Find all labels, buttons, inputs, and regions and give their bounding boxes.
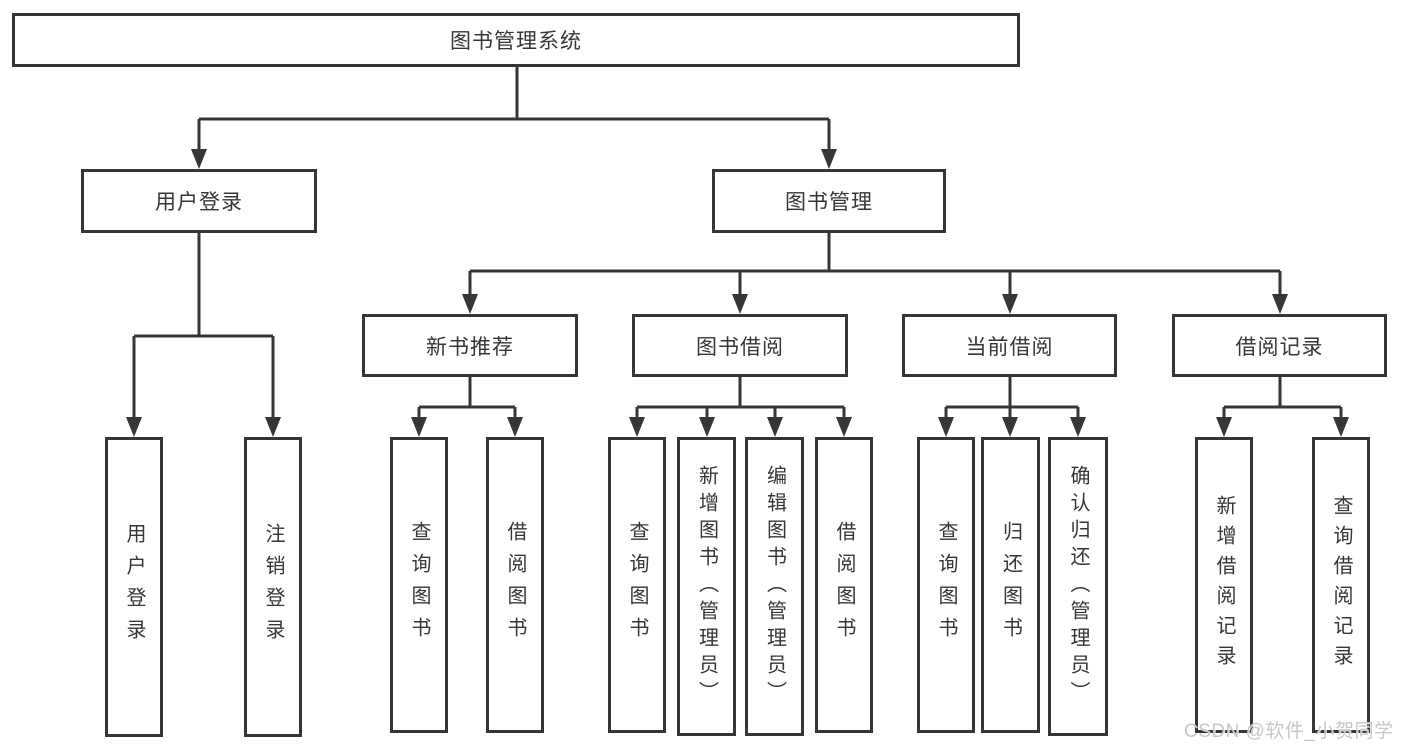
leaf-current-query: 查询图书	[917, 437, 975, 733]
node-user-login-label: 用户登录	[155, 191, 243, 214]
leaf-current-return: 归还图书	[981, 437, 1040, 733]
leaf-records-add: 新增借阅记录	[1195, 437, 1253, 733]
node-book-management: 图书管理	[712, 169, 946, 233]
node-book-management-label: 图书管理	[785, 191, 873, 214]
node-new-book-recommend-label: 新书推荐	[426, 335, 514, 359]
edge-user-login-subtree	[132, 233, 275, 420]
leaf-new-books-borrow: 借阅图书	[486, 437, 544, 733]
node-borrow-records-label: 借阅记录	[1235, 335, 1324, 359]
edge-borrow-records-subtree	[1222, 377, 1343, 420]
node-borrow-records: 借阅记录	[1172, 314, 1387, 377]
leaf-logout-label: 注销登录	[262, 523, 284, 651]
leaf-borrow-query: 查询图书	[608, 437, 666, 733]
node-library-system-label: 图书管理系统	[450, 30, 582, 53]
edge-book-mgmt-to-level3	[468, 233, 1282, 297]
leaf-current-confirm-admin: 确认归还（管理员）	[1048, 437, 1108, 736]
leaf-new-books-borrow-label: 借阅图书	[504, 521, 526, 649]
leaf-borrow-borrow: 借阅图书	[815, 437, 873, 733]
leaf-borrow-add-admin: 新增图书（管理员）	[677, 437, 736, 736]
leaf-borrow-borrow-label: 借阅图书	[833, 521, 855, 649]
leaf-records-query: 查询借阅记录	[1312, 437, 1370, 733]
csdn-watermark: CSDN @软件_小贺同学	[1184, 721, 1394, 742]
node-book-borrowing: 图书借阅	[632, 314, 848, 377]
edge-current-borrow-subtree	[944, 377, 1080, 420]
leaf-borrow-edit-admin: 编辑图书（管理员）	[745, 437, 804, 736]
leaf-borrow-add-admin-label: 新增图书（管理员）	[695, 465, 718, 708]
edge-new-books-subtree	[417, 377, 517, 420]
leaf-current-query-label: 查询图书	[935, 521, 957, 649]
leaf-current-confirm-admin-label: 确认归还（管理员）	[1067, 465, 1089, 708]
node-new-book-recommend: 新书推荐	[362, 314, 578, 377]
edge-root-to-level2	[197, 66, 831, 152]
node-current-borrowing-label: 当前借阅	[965, 335, 1054, 359]
node-library-system: 图书管理系统	[12, 13, 1020, 67]
node-book-borrowing-label: 图书借阅	[696, 335, 784, 359]
leaf-new-books-query: 查询图书	[390, 437, 448, 733]
leaf-borrow-edit-admin-label: 编辑图书（管理员）	[763, 465, 786, 708]
arrowheads	[126, 149, 1349, 437]
leaf-new-books-query-label: 查询图书	[408, 521, 430, 649]
leaf-logout: 注销登录	[244, 437, 302, 737]
leaf-records-query-label: 查询借阅记录	[1330, 495, 1352, 675]
node-current-borrowing: 当前借阅	[902, 314, 1117, 377]
leaf-current-return-label: 归还图书	[999, 521, 1022, 649]
leaf-borrow-query-label: 查询图书	[626, 521, 648, 649]
node-user-login: 用户登录	[81, 169, 317, 233]
leaf-user-login: 用户登录	[105, 437, 163, 737]
edge-book-borrow-subtree	[635, 377, 846, 420]
leaf-user-login-label: 用户登录	[123, 523, 145, 651]
leaf-records-add-label: 新增借阅记录	[1213, 495, 1235, 675]
